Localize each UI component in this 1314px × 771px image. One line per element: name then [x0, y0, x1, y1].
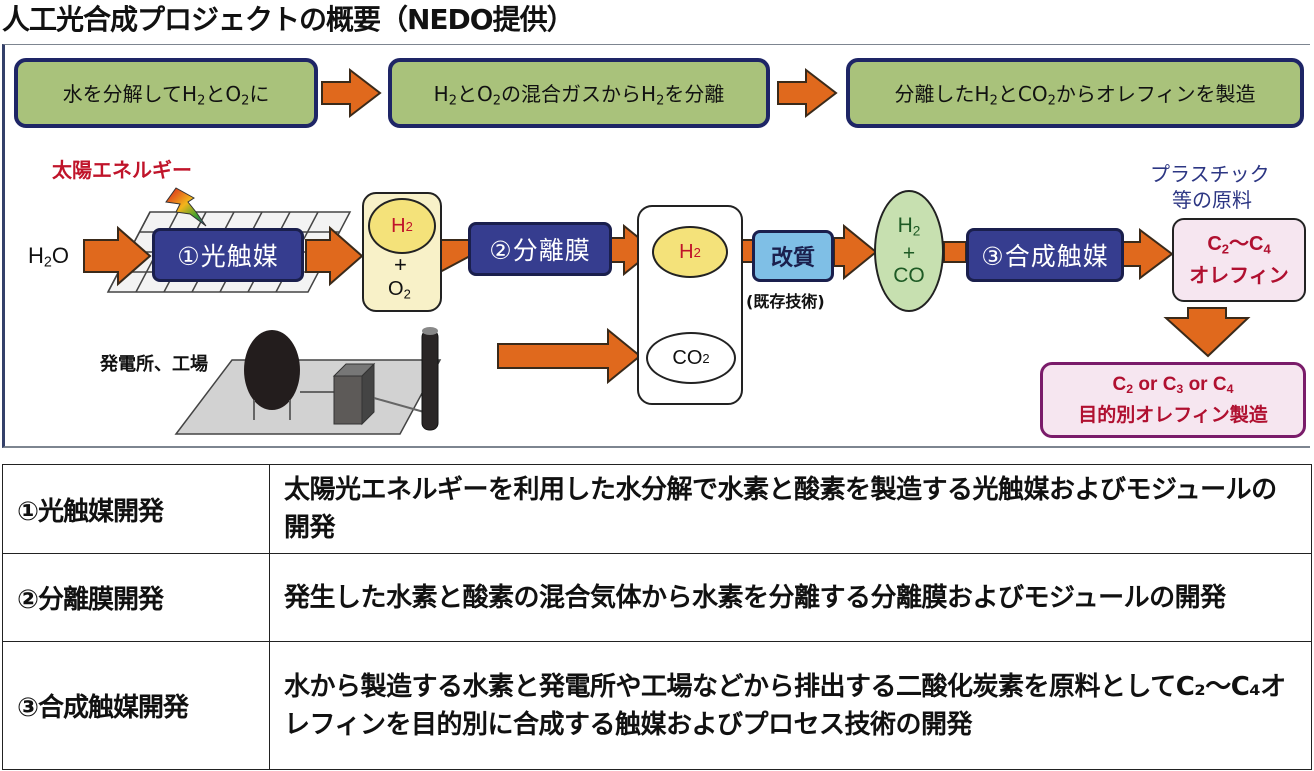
arrow-cat1-out — [305, 225, 364, 287]
step-text: H2とO2の混合ガスからH2を分離 — [433, 81, 725, 109]
syngas-ellipse: H2 + CO — [874, 190, 944, 312]
step-arrow-1 — [321, 67, 382, 119]
step-text: 分離したH2とCO2からオレフィンを製造 — [894, 81, 1256, 109]
plastic-feedstock-label-2: 等の原料 — [1172, 188, 1252, 212]
arrow-co2-in — [497, 327, 642, 385]
o2-product-label: O2 — [388, 278, 411, 302]
row-value: 発生した水素と酸素の混合気体から水素を分離する分離膜およびモジュールの開発 — [269, 553, 1312, 642]
table-row: ③合成触媒開発 水から製造する水素と発電所や工場などから排出する二酸化炭素を原料… — [2, 641, 1312, 770]
development-table: ①光触媒開発 太陽光エネルギーを利用した水分解で水素と酸素を製造する光触媒および… — [2, 464, 1312, 770]
targeted-olefin-box: C2 or C3 or C4 目的別オレフィン製造 — [1040, 362, 1306, 438]
row-key: ②分離膜開発 — [2, 553, 270, 642]
target-label: 目的別オレフィン製造 — [1078, 404, 1268, 426]
separation-membrane-node: ②分離膜 — [468, 222, 612, 276]
step-box-olefin-production: 分離したH2とCO2からオレフィンを製造 — [846, 58, 1304, 128]
arrow-reform-out — [833, 223, 878, 281]
row-value: 太陽光エネルギーを利用した水分解で水素と酸素を製造する光触媒およびモジュールの開… — [269, 464, 1312, 554]
olefin-formula: C2〜C4 — [1207, 233, 1271, 257]
row-key: ①光触媒開発 — [2, 464, 270, 554]
page-title: 人工光合成プロジェクトの概要（NEDO提供） — [2, 3, 575, 36]
step-arrow-2 — [777, 67, 838, 119]
syngas-plus: + — [902, 241, 916, 265]
c2-c4-olefin-box: C2〜C4 オレフィン — [1172, 218, 1306, 302]
arrow-h2o-in — [83, 225, 152, 287]
syngas-co: CO — [893, 263, 925, 287]
photocatalyst-node: ①光触媒 — [152, 228, 304, 282]
h2o-input-label: H2O — [28, 243, 69, 271]
plus-sign: + — [394, 252, 407, 277]
target-formula: C2 or C3 or C4 — [1112, 374, 1234, 397]
solar-energy-label: 太陽エネルギー — [52, 158, 192, 182]
arrow-olefin-down — [1163, 307, 1251, 358]
table-row: ②分離膜開発 発生した水素と酸素の混合気体から水素を分離する分離膜およびモジュー… — [2, 553, 1312, 642]
power-plant-factory-label: 発電所、工場 — [100, 354, 208, 375]
step-box-gas-separation: H2とO2の混合ガスからH2を分離 — [388, 58, 770, 128]
synthesis-catalyst-node: ③合成触媒 — [966, 228, 1124, 282]
row-key: ③合成触媒開発 — [2, 641, 270, 770]
step-text: 水を分解してH2とO2に — [62, 81, 270, 109]
arrow-syngas-to-cat3 — [943, 241, 967, 263]
arrow-to-cat2 — [439, 239, 471, 274]
existing-tech-note: (既存技術) — [746, 292, 825, 311]
syngas-h2: H2 — [897, 214, 921, 239]
olefin-label: オレフィン — [1189, 264, 1289, 287]
arrow-cat3-out — [1119, 228, 1174, 280]
lightning-bolt-icon — [165, 187, 207, 227]
plastic-feedstock-label-1: プラスチック — [1150, 162, 1270, 186]
power-plant-icon — [174, 327, 442, 435]
step-box-water-splitting: 水を分解してH2とO2に — [14, 58, 318, 128]
table-row: ①光触媒開発 太陽光エネルギーを利用した水分解で水素と酸素を製造する光触媒および… — [2, 464, 1312, 554]
reforming-node: 改質 — [752, 230, 834, 282]
row-value: 水から製造する水素と発電所や工場などから排出する二酸化炭素を原料としてC₂〜C₄… — [269, 641, 1312, 770]
